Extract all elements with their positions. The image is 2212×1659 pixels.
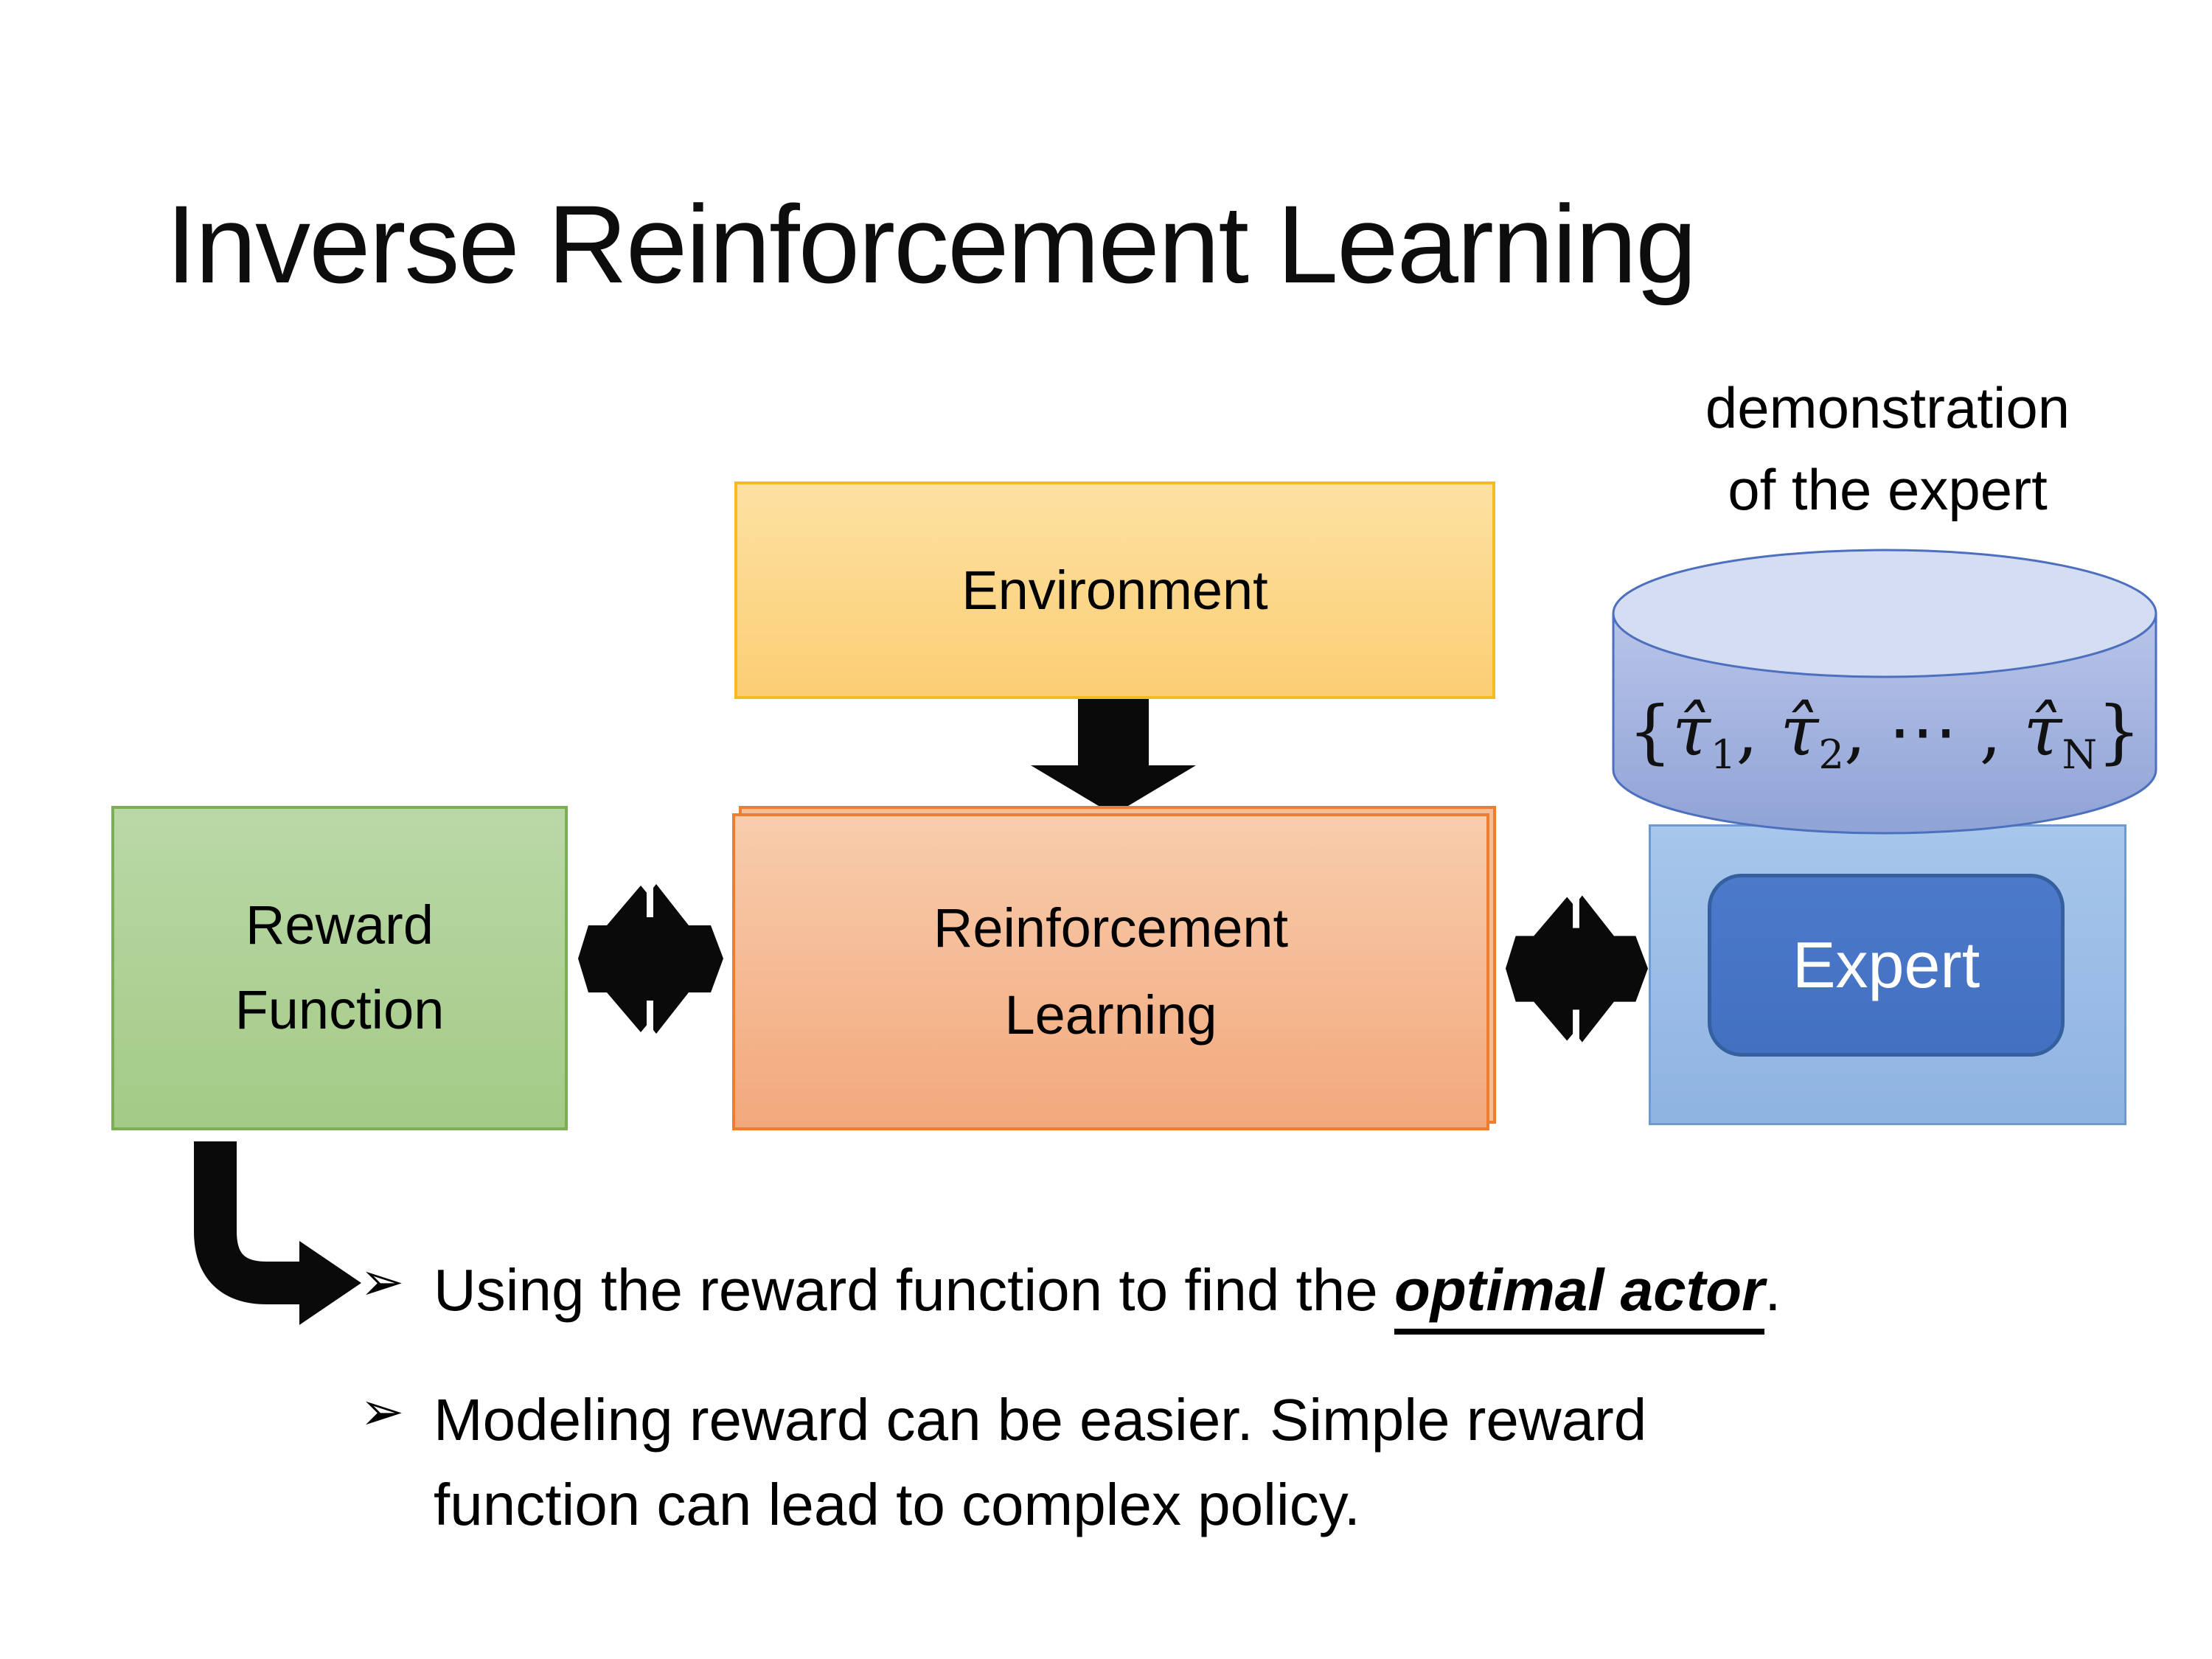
formula-close-brace: } <box>2097 692 2141 772</box>
demonstration-label-line2: of the expert <box>1728 456 2048 522</box>
reward-function-box: Reward Function <box>111 806 568 1130</box>
reinforcement-learning-box: Reinforcement Learning <box>732 813 1489 1130</box>
slide-title: Inverse Reinforcement Learning <box>166 182 1697 306</box>
bullet1-post-text: . <box>1764 1257 1781 1323</box>
bullet-text: Modeling reward can be easier. Simple re… <box>434 1377 1646 1547</box>
bullet2-line2: function can lead to complex policy. <box>434 1472 1360 1538</box>
trajectory-set-formula: {τ̂1, τ̂2, ⋯ , τ̂N} <box>1626 692 2143 778</box>
bullet-item-modeling-reward: ➢ Modeling reward can be easier. Simple … <box>360 1377 2144 1547</box>
formula-sep3: , <box>1957 692 2024 772</box>
bullet1-pre-text: Using the reward function to find the <box>434 1257 1394 1323</box>
rl-label-line1: Reinforcement <box>933 897 1289 959</box>
bullet1-emphasized-text: optimal actor <box>1394 1257 1765 1335</box>
expert-box: Expert <box>1708 874 2065 1057</box>
bullet2-line1: Modeling reward can be easier. Simple re… <box>434 1387 1647 1453</box>
formula-tauN: τ̂ <box>2023 692 2062 772</box>
bullet-item-optimal-actor: ➢ Using the reward function to find the … <box>360 1248 2144 1335</box>
formula-tau1: τ̂ <box>1672 692 1711 772</box>
formula-sep1: , <box>1736 692 1781 772</box>
formula-dots: ⋯ <box>1888 692 1958 772</box>
right-left-double-arrow-icon <box>1505 894 1649 1043</box>
bullet-arrowhead-icon: ➢ <box>360 1382 405 1441</box>
rl-label-line2: Learning <box>1004 984 1217 1046</box>
bullet-text: Using the reward function to find the op… <box>434 1248 1781 1335</box>
formula-open-brace: { <box>1628 692 1672 772</box>
environment-box: Environment <box>734 481 1495 699</box>
expert-label: Expert <box>1792 928 1980 1001</box>
bullet-arrowhead-icon: ➢ <box>360 1253 405 1312</box>
formula-tau2: τ̂ <box>1780 692 1819 772</box>
demonstration-label-line1: demonstration <box>1705 375 2070 440</box>
formula-sub1: 1 <box>1710 730 1736 778</box>
reinforcement-learning-label: Reinforcement Learning <box>933 885 1288 1060</box>
database-cylinder-icon <box>1612 549 2157 835</box>
formula-sep2: , <box>1844 692 1888 772</box>
formula-sub2: 2 <box>1818 730 1845 778</box>
reward-label-line1: Reward <box>245 894 434 956</box>
left-right-double-arrow-icon <box>578 883 723 1034</box>
reward-label-line2: Function <box>234 979 445 1040</box>
environment-label: Environment <box>961 560 1268 621</box>
demonstration-label: demonstration of the expert <box>1593 367 2183 531</box>
formula-subN: N <box>2062 730 2098 778</box>
reward-function-label: Reward Function <box>235 883 445 1052</box>
bent-elbow-arrow-icon <box>194 1141 361 1325</box>
down-arrow-icon <box>1031 699 1196 815</box>
